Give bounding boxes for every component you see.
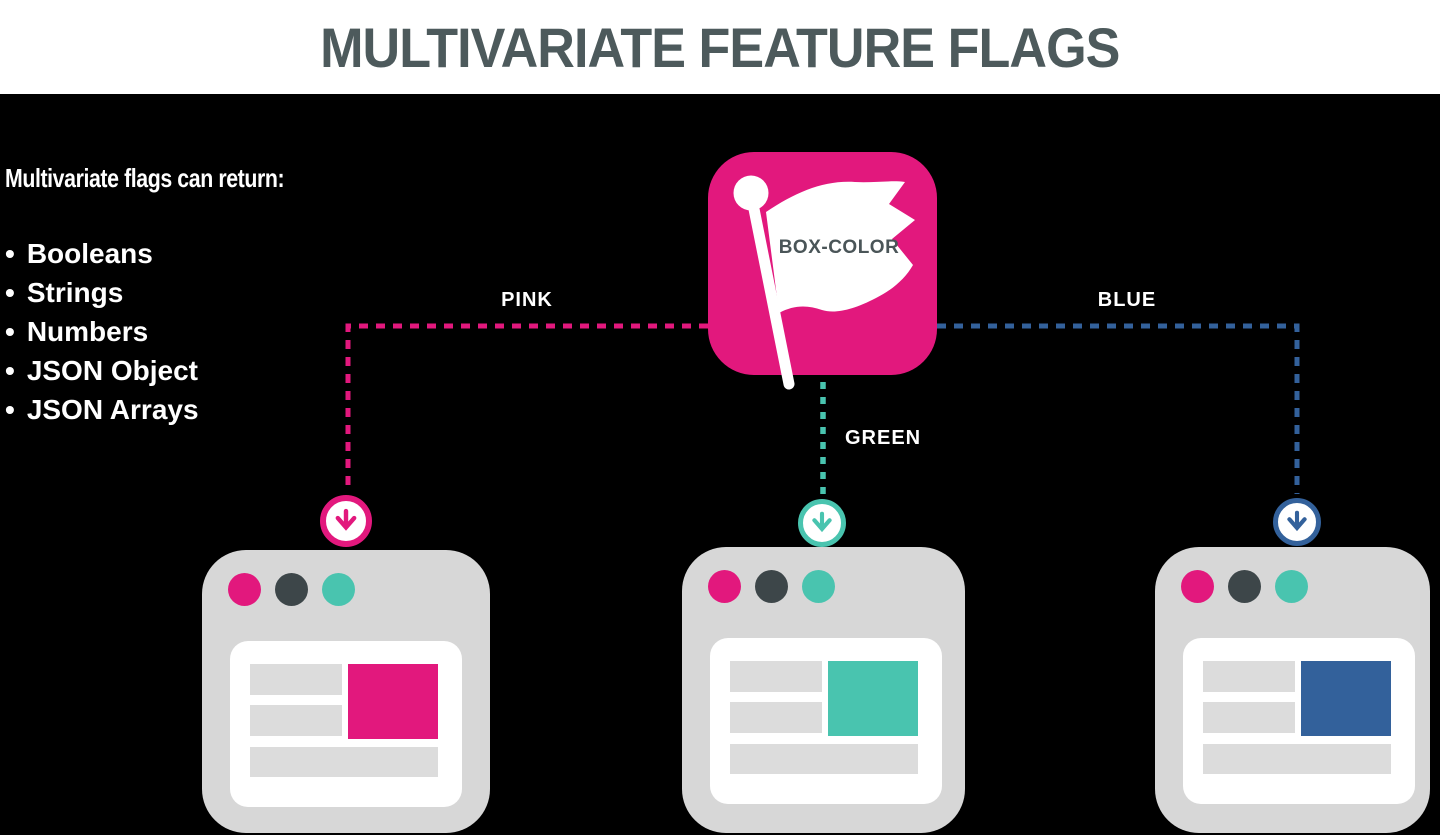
window-dot-dark (275, 573, 308, 606)
down-arrow-badge-pink (320, 495, 372, 547)
accent-square-green (828, 661, 918, 736)
return-types-list: •Booleans •Strings •Numbers •JSON Object… (5, 234, 445, 429)
window-controls (228, 573, 355, 606)
bullet: • (5, 355, 15, 386)
blue-branch-line (937, 323, 1300, 494)
branch-label-green: GREEN (845, 427, 922, 449)
window-dot-teal (1275, 570, 1308, 603)
accent-square-pink (348, 664, 438, 739)
content-bar (730, 702, 822, 733)
browser-window-green (682, 547, 965, 833)
bullet: • (5, 277, 15, 308)
page-title: MULTIVARIATE FEATURE FLAGS (320, 15, 1120, 79)
list-item: •Booleans (5, 238, 153, 269)
flag-icon: BOX-COLOR (733, 175, 915, 390)
accent-square-blue (1301, 661, 1391, 736)
list-item: •JSON Object (5, 355, 198, 386)
list-item: •Strings (5, 277, 124, 308)
left-panel: Multivariate flags can return: •Booleans… (5, 163, 445, 429)
window-controls (708, 570, 835, 603)
window-content (1183, 638, 1415, 804)
left-panel-heading: Multivariate flags can return: (5, 163, 285, 193)
window-content (710, 638, 942, 804)
branch-label-pink: PINK (501, 289, 553, 311)
flag-label: BOX-COLOR (779, 237, 900, 258)
list-item: •JSON Arrays (5, 394, 199, 425)
down-arrow-badge-green (798, 499, 846, 547)
list-item: •Numbers (5, 316, 149, 347)
flag-pommel (733, 175, 769, 211)
branch-label-blue: BLUE (1097, 289, 1157, 311)
bullet: • (5, 394, 15, 425)
content-bar (250, 664, 342, 695)
browser-window-blue (1155, 547, 1430, 833)
window-dot-teal (322, 573, 355, 606)
content-bar (250, 747, 438, 777)
window-dot-teal (802, 570, 835, 603)
down-arrow-icon (1287, 510, 1307, 532)
bullet: • (5, 238, 15, 269)
content-bar (730, 661, 822, 692)
down-arrow-icon (812, 511, 832, 533)
browser-window-pink (202, 550, 490, 833)
header-band: MULTIVARIATE FEATURE FLAGS (0, 0, 1440, 94)
flag-banner (766, 181, 915, 313)
content-bar (1203, 744, 1391, 774)
window-dot-dark (1228, 570, 1261, 603)
flag-pole (748, 203, 795, 390)
window-content (230, 641, 462, 807)
window-dot-pink (708, 570, 741, 603)
content-bar (250, 705, 342, 736)
down-arrow-icon (335, 508, 357, 531)
window-dot-dark (755, 570, 788, 603)
content-bar (1203, 661, 1295, 692)
window-dot-pink (1181, 570, 1214, 603)
bullet: • (5, 316, 15, 347)
down-arrow-badge-blue (1273, 498, 1321, 546)
content-bar (1203, 702, 1295, 733)
window-controls (1181, 570, 1308, 603)
window-dot-pink (228, 573, 261, 606)
content-bar (730, 744, 918, 774)
